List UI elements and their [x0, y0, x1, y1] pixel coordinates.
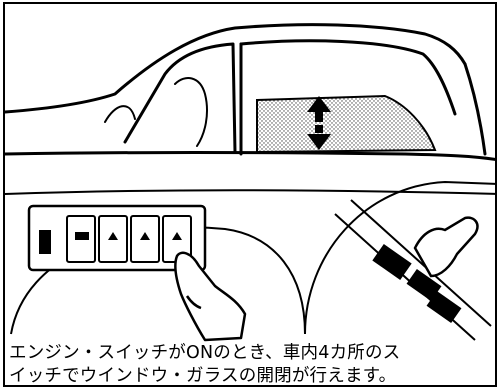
caption-line-2: イッチでウインドウ・ガラスの開閉が行えます。 — [9, 366, 397, 386]
left-inset-switch-panel — [10, 204, 306, 335]
car-body — [5, 23, 495, 195]
window-glass — [256, 94, 437, 154]
manual-figure: エンジン・スイッチがONのとき、車内4カ所のス イッチでウインドウ・ガラスの開閉… — [3, 2, 497, 387]
car-window-illustration — [5, 23, 495, 342]
pointing-finger-hand-icon — [174, 251, 247, 342]
caption: エンジン・スイッチがONのとき、車内4カ所のス イッチでウインドウ・ガラスの開閉… — [9, 342, 495, 386]
double-headed-vertical-arrow-icon — [307, 96, 331, 150]
right-inset-door-switch — [304, 180, 495, 341]
caption-line-1: エンジン・スイッチがONのとき、車内4カ所のス — [9, 343, 401, 363]
